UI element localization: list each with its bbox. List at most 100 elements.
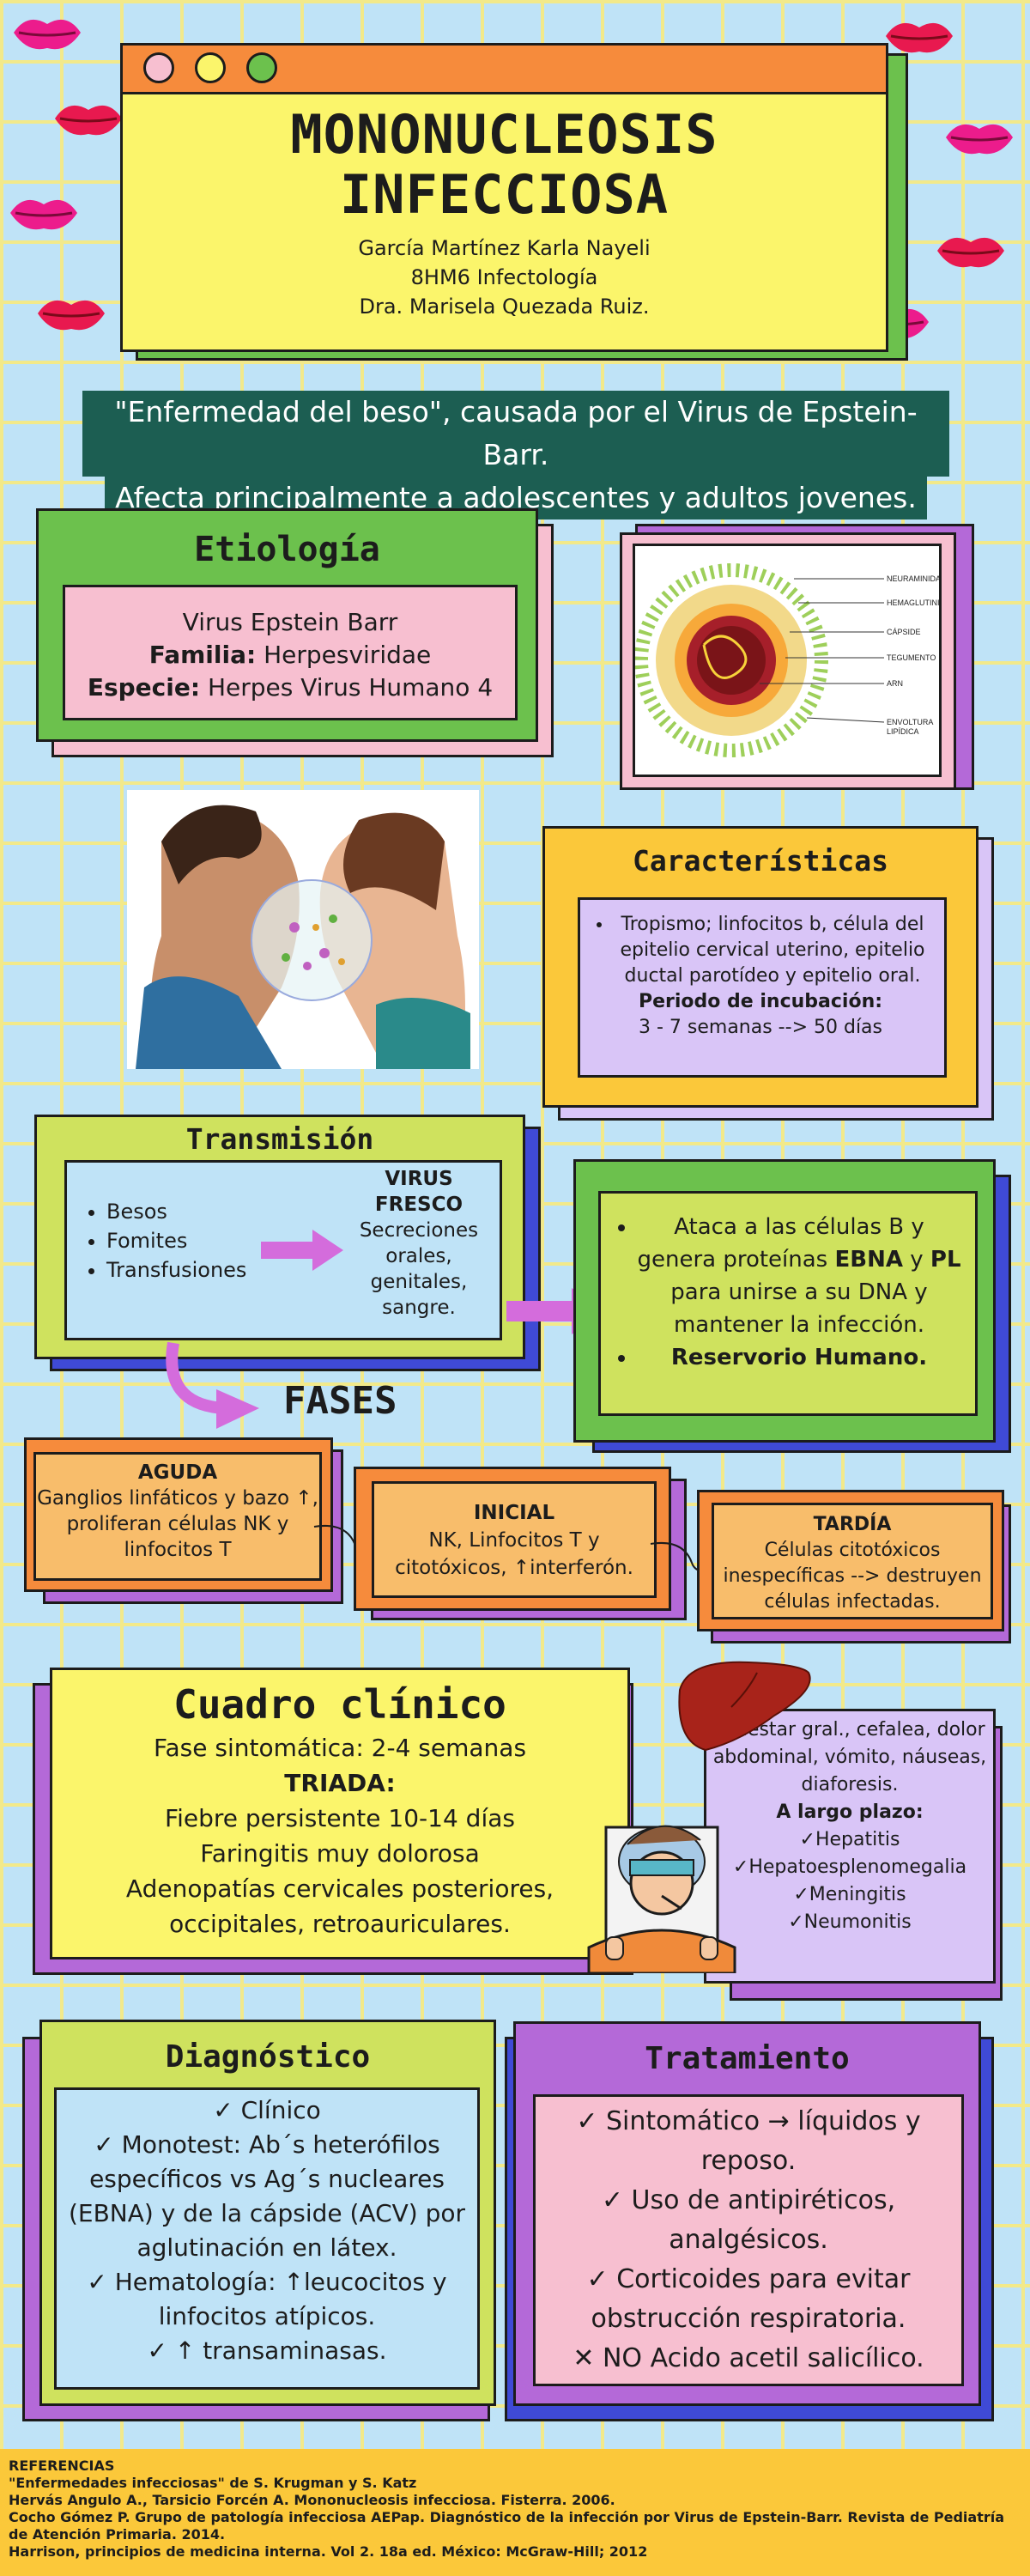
curved-arrow-icon (166, 1341, 259, 1429)
lips-icon (946, 124, 1013, 155)
window-dot-green (246, 52, 277, 83)
virus-label-arn: ARN (887, 679, 903, 688)
complicacion-hepatoesplenomegalia: ✓Hepatoesplenomegalia (732, 1856, 967, 1878)
window-dot-pink (143, 52, 174, 83)
kiss-illustration (127, 790, 479, 1069)
lips-icon (10, 199, 77, 230)
virus-fresco-label: VIRUS FRESCO (374, 1168, 464, 1216)
lips-icon (886, 22, 953, 53)
tardia-card: TARDÍA Células citotóxicos inespecíficas… (697, 1490, 1004, 1631)
transmision-card: Transmisión Besos Fomites Transfusiones … (34, 1115, 525, 1359)
reservorio-humano: Reservorio Humano. (670, 1345, 928, 1370)
diagnostico-transaminasas: ✓ ↑ transaminasas. (147, 2336, 387, 2365)
tardia-inner: TARDÍA Células citotóxicos inespecíficas… (712, 1503, 993, 1619)
largo-plazo-label: A largo plazo: (776, 1801, 924, 1823)
lips-icon (937, 237, 1004, 268)
referencia-3: Cocho Gómez P. Grupo de patología infecc… (9, 2509, 1005, 2543)
transmision-item-transfusiones: Transfusiones (106, 1255, 246, 1285)
tardia-title: TARDÍA (813, 1514, 892, 1535)
etiologia-card: Etiología Virus Epstein Barr Familia: He… (36, 508, 538, 742)
aguda-text: Ganglios linfáticos y bazo ↑, proliferan… (37, 1487, 318, 1561)
tratamiento-card: Tratamiento ✓ Sintomático → líquidos y r… (513, 2021, 981, 2406)
lips-icon (14, 19, 81, 50)
etiologia-title: Etiología (194, 530, 380, 569)
inicial-title: INICIAL (473, 1502, 555, 1524)
transmision-item-fomites: Fomites (106, 1226, 246, 1255)
virus-fresco-text: Secreciones orales, genitales, sangre. (359, 1219, 479, 1319)
transmision-item-besos: Besos (106, 1197, 246, 1226)
ataca-inner: Ataca a las células B y genera proteínas… (598, 1191, 978, 1416)
triada-label: TRIADA: (284, 1769, 396, 1797)
tratamiento-sintomatico: ✓ Sintomático → líquidos y reposo. (576, 2106, 921, 2176)
virus-label-lipidica: LIPÍDICA (887, 727, 919, 736)
malestar-card: Malestar gral., cefalea, dolor abdominal… (704, 1709, 996, 1984)
virus-diagram-frame: NEURAMINIDASA HEMAGLUTININA CÁPSIDE TEGU… (620, 532, 956, 790)
arrow-right-icon (261, 1230, 343, 1271)
inicial-card: INICIAL NK, Linfocitos T y citotóxicos, … (354, 1467, 671, 1611)
window-titlebar (123, 46, 886, 94)
referencia-4: Harrison, principios de medicina interna… (9, 2543, 648, 2560)
course-group: 8HM6 Infectología (410, 265, 598, 289)
diagnostico-title: Diagnóstico (165, 2039, 371, 2075)
liver-icon (678, 1661, 811, 1752)
triada-adenopatias: Adenopatías cervicales posteriores, occi… (125, 1874, 554, 1938)
intro-banner: "Enfermedad del beso", causada por el Vi… (82, 391, 949, 519)
referencias-title: REFERENCIAS (9, 2458, 115, 2474)
diagnostico-monotest: ✓ Monotest: Ab´s heterófilos específicos… (68, 2130, 466, 2262)
intro-line1: "Enfermedad del beso", causada por el Vi… (82, 391, 949, 477)
aguda-title: AGUDA (137, 1461, 218, 1484)
etiologia-especie: Especie: Herpes Virus Humano 4 (87, 673, 494, 702)
inicial-inner: INICIAL NK, Linfocitos T y citotóxicos, … (372, 1481, 657, 1598)
referencia-1: "Enfermedades infecciosas" de S. Krugman… (9, 2475, 417, 2491)
transmision-title: Transmisión (185, 1122, 374, 1156)
aguda-inner: AGUDA Ganglios linfáticos y bazo ↑, prol… (33, 1452, 322, 1581)
diagnostico-card: Diagnóstico ✓ Clínico ✓ Monotest: Ab´s h… (39, 2020, 496, 2406)
fases-title: FASES (283, 1379, 397, 1423)
aguda-card: AGUDA Ganglios linfáticos y bazo ↑, prol… (24, 1437, 333, 1592)
diagnostico-inner: ✓ Clínico ✓ Monotest: Ab´s heterófilos e… (54, 2087, 480, 2390)
ataca-text: Ataca a las células B y genera proteínas… (637, 1211, 961, 1341)
header-window: MONONUCLEOSIS INFECCIOSA García Martínez… (120, 43, 888, 352)
tratamiento-corticoides: ✓ Corticoides para evitar obstrucción re… (586, 2264, 911, 2334)
virus-label-capside: CÁPSIDE (887, 628, 921, 636)
complicacion-neumonitis: ✓Neumonitis (788, 1911, 912, 1933)
cuadro-fase: Fase sintomática: 2-4 semanas (153, 1734, 527, 1762)
referencias-section: REFERENCIAS "Enfermedades infecciosas" d… (0, 2449, 1030, 2576)
tratamiento-antipireticos: ✓ Uso de antipiréticos, analgésicos. (601, 2185, 896, 2255)
lips-icon (55, 105, 122, 136)
incubacion-label: Periodo de incubación: (638, 991, 883, 1012)
virus-label-neuraminidasa: NEURAMINIDASA (887, 574, 939, 583)
window-dot-yellow (195, 52, 226, 83)
author-name: García Martínez Karla Nayeli (358, 236, 651, 260)
sick-person-icon (587, 1825, 736, 1973)
inicial-text: NK, Linfocitos T y citotóxicos, ↑interfe… (395, 1529, 633, 1579)
teacher-name: Dra. Marisela Quezada Ruiz. (359, 295, 650, 319)
etiologia-inner: Virus Epstein Barr Familia: Herpesvirida… (63, 585, 518, 720)
virus-diagram-card: NEURAMINIDASA HEMAGLUTININA CÁPSIDE TEGU… (633, 544, 951, 777)
ataca-card: Ataca a las células B y genera proteínas… (573, 1159, 996, 1443)
virus-label-hemaglutinina: HEMAGLUTININA (887, 598, 939, 607)
complicacion-hepatitis: ✓Hepatitis (799, 1829, 900, 1850)
cuadro-card: Cuadro clínico Fase sintomática: 2-4 sem… (50, 1668, 630, 1959)
page-title-line2: INFECCIOSA (339, 163, 670, 226)
tardia-text: Células citotóxicos inespecíficas --> de… (723, 1540, 982, 1613)
caracteristicas-card: Características Tropismo; linfocitos b, … (542, 826, 978, 1108)
diagnostico-clinico: ✓ Clínico (213, 2096, 321, 2124)
tratamiento-no-aas: ✕ NO Acido acetil salicílico. (573, 2343, 924, 2373)
tratamiento-inner: ✓ Sintomático → líquidos y reposo. ✓ Uso… (533, 2094, 964, 2386)
etiologia-familia: Familia: Herpesviridae (148, 641, 432, 669)
referencia-2: Hervás Angulo A., Tarsicio Forcén A. Mon… (9, 2492, 615, 2508)
page-title: MONONUCLEOSIS INFECCIOSA (123, 105, 886, 225)
malestar-text: Malestar gral., cefalea, dolor abdominal… (712, 1719, 987, 1795)
virus-label-envoltura: ENVOLTURA (887, 718, 933, 726)
cuadro-title: Cuadro clínico (173, 1681, 506, 1728)
triada-faringitis: Faringitis muy dolorosa (200, 1839, 480, 1868)
caracteristicas-tropismo: Tropismo; linfocitos b, célula del epite… (613, 912, 932, 989)
incubacion-value: 3 - 7 semanas --> 50 días (638, 1017, 882, 1038)
transmision-inner: Besos Fomites Transfusiones VIRUS FRESCO… (64, 1160, 502, 1340)
tratamiento-title: Tratamiento (645, 2041, 850, 2076)
complicacion-meningitis: ✓Meningitis (793, 1884, 906, 1905)
virus-label-tegumento: TEGUMENTO (887, 653, 936, 662)
triada-fiebre: Fiebre persistente 10-14 días (165, 1804, 515, 1832)
diagnostico-hematologia: ✓ Hematología: ↑leucocitos y linfocitos … (87, 2268, 447, 2330)
